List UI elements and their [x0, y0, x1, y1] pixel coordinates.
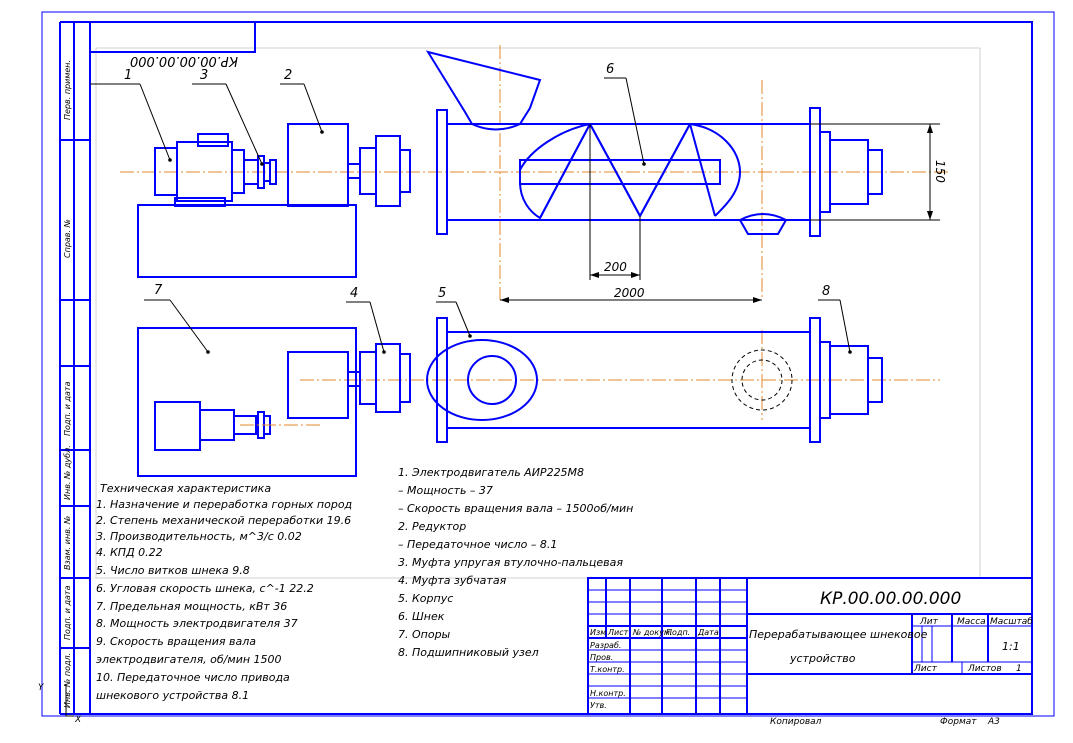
callouts: 1 3 2 6 7 4 5 8: [90, 62, 852, 354]
part-line: 6. Шнек: [398, 610, 445, 623]
spec-line: 9. Скорость вращения вала: [96, 635, 256, 648]
value-format: А3: [987, 717, 1000, 727]
label-copied: Копировал: [770, 717, 822, 727]
callout-7: 7: [154, 283, 163, 298]
value-scale: 1:1: [1002, 640, 1020, 653]
part-line: 3. Муфта упругая втулочно-пальцевая: [398, 556, 623, 569]
side-inv-dubl: Инв. № дубл.: [63, 445, 72, 500]
callout-2: 2: [284, 68, 292, 83]
dim-pitch: 200: [604, 260, 627, 274]
rev-header-date: Дата: [697, 628, 719, 637]
value-sheets: 1: [1016, 664, 1022, 674]
title-drawing-number: КР.00.00.00.000: [820, 589, 961, 609]
label-sheet: Лист: [913, 664, 938, 674]
role-utv: Утв.: [590, 701, 607, 710]
title-name-line2: устройство: [789, 652, 856, 665]
mirrored-drawing-number: КР.00.00.00.000: [130, 53, 238, 68]
spec-line: 8. Мощность электродвигателя 37: [96, 617, 298, 630]
parts-list: 1. Электродвигатель АИР225М8 – Мощность …: [398, 466, 633, 659]
part-line: 8. Подшипниковый узел: [398, 646, 539, 659]
callout-3: 3: [200, 68, 208, 83]
spec-line: 6. Угловая скорость шнека, с^-1 22.2: [96, 582, 314, 595]
part-line: 4. Муфта зубчатая: [398, 574, 507, 587]
coord-y-label: Y: [38, 683, 45, 693]
title-name-line1: Перерабатывающее шнековое: [749, 628, 928, 641]
side-podp-data-1: Подп. и дата: [63, 381, 72, 436]
spec-line: 3. Производительность, м^3/с 0.02: [96, 530, 302, 543]
part-line: 7. Опоры: [398, 628, 451, 641]
label-sheets: Листов: [967, 664, 1002, 674]
rev-header-doc: № докум.: [632, 628, 672, 637]
side-inv-podl: Инв. № подл.: [63, 653, 72, 708]
callout-6: 6: [606, 62, 614, 77]
spec-line: шнекового устройства 8.1: [96, 689, 249, 702]
side-vzam-inv: Взам. инв. №: [63, 516, 72, 570]
spec-line: 4. КПД 0.22: [96, 546, 163, 559]
part-line: – Скорость вращения вала – 1500об/мин: [398, 502, 633, 515]
callout-4: 4: [350, 286, 358, 301]
part-line: – Передаточное число – 8.1: [398, 538, 557, 551]
label-mass: Масса: [957, 617, 986, 627]
part-line: 2. Редуктор: [398, 520, 466, 533]
mirrored-number-box: КР.00.00.00.000: [90, 21, 256, 68]
dim-diameter: 150: [933, 160, 947, 183]
side-perv-primen: Перв. примен.: [63, 60, 72, 120]
spec-line: электродвигателя, об/мин 1500: [96, 653, 282, 666]
part-line: 5. Корпус: [398, 592, 453, 605]
side-sprav-no: Справ. №: [63, 219, 72, 258]
technical-specs: Техническая характеристика 1. Назначение…: [96, 482, 352, 702]
role-tkontr: Т.контр.: [590, 665, 625, 674]
rev-header-list: Лист: [607, 628, 629, 637]
spec-line: 7. Предельная мощность, кВт 36: [96, 600, 287, 613]
label-format: Формат: [940, 717, 977, 727]
role-nkontr: Н.контр.: [590, 689, 626, 698]
spec-line: 10. Передаточное число привода: [96, 671, 290, 684]
label-lit: Лит: [919, 617, 939, 627]
label-scale: Масштаб: [990, 617, 1033, 627]
dim-length: 2000: [614, 286, 645, 300]
spec-line: 5. Число витков шнека 9.8: [96, 564, 250, 577]
title-block: КР.00.00.00.000 Перерабатывающее шнеково…: [587, 577, 1033, 727]
drawing-frame: [41, 11, 1055, 717]
spec-line: 2. Степень механической переработки 19.6: [96, 514, 351, 527]
top-view: 150 200 2000: [120, 45, 950, 303]
callout-8: 8: [822, 284, 830, 299]
coord-x-label: X: [74, 715, 82, 725]
part-line: 1. Электродвигатель АИР225М8: [398, 466, 584, 479]
side-podp-data-2: Подп. и дата: [63, 585, 72, 640]
spec-line: 1. Назначение и переработка горных пород: [96, 498, 352, 511]
callout-1: 1: [124, 68, 132, 83]
specs-title: Техническая характеристика: [100, 482, 271, 495]
role-razrab: Разраб.: [590, 641, 621, 650]
role-prov: Пров.: [590, 653, 613, 662]
rev-header-podp: Подп.: [666, 628, 690, 637]
side-labels: Перв. примен. Справ. № Подп. и дата Инв.…: [63, 60, 72, 708]
front-view: [137, 317, 940, 477]
rev-header-izm: Изм: [590, 628, 606, 637]
coordinate-mark: X Y: [38, 683, 82, 725]
part-line: – Мощность – 37: [398, 484, 493, 497]
callout-5: 5: [438, 286, 446, 301]
